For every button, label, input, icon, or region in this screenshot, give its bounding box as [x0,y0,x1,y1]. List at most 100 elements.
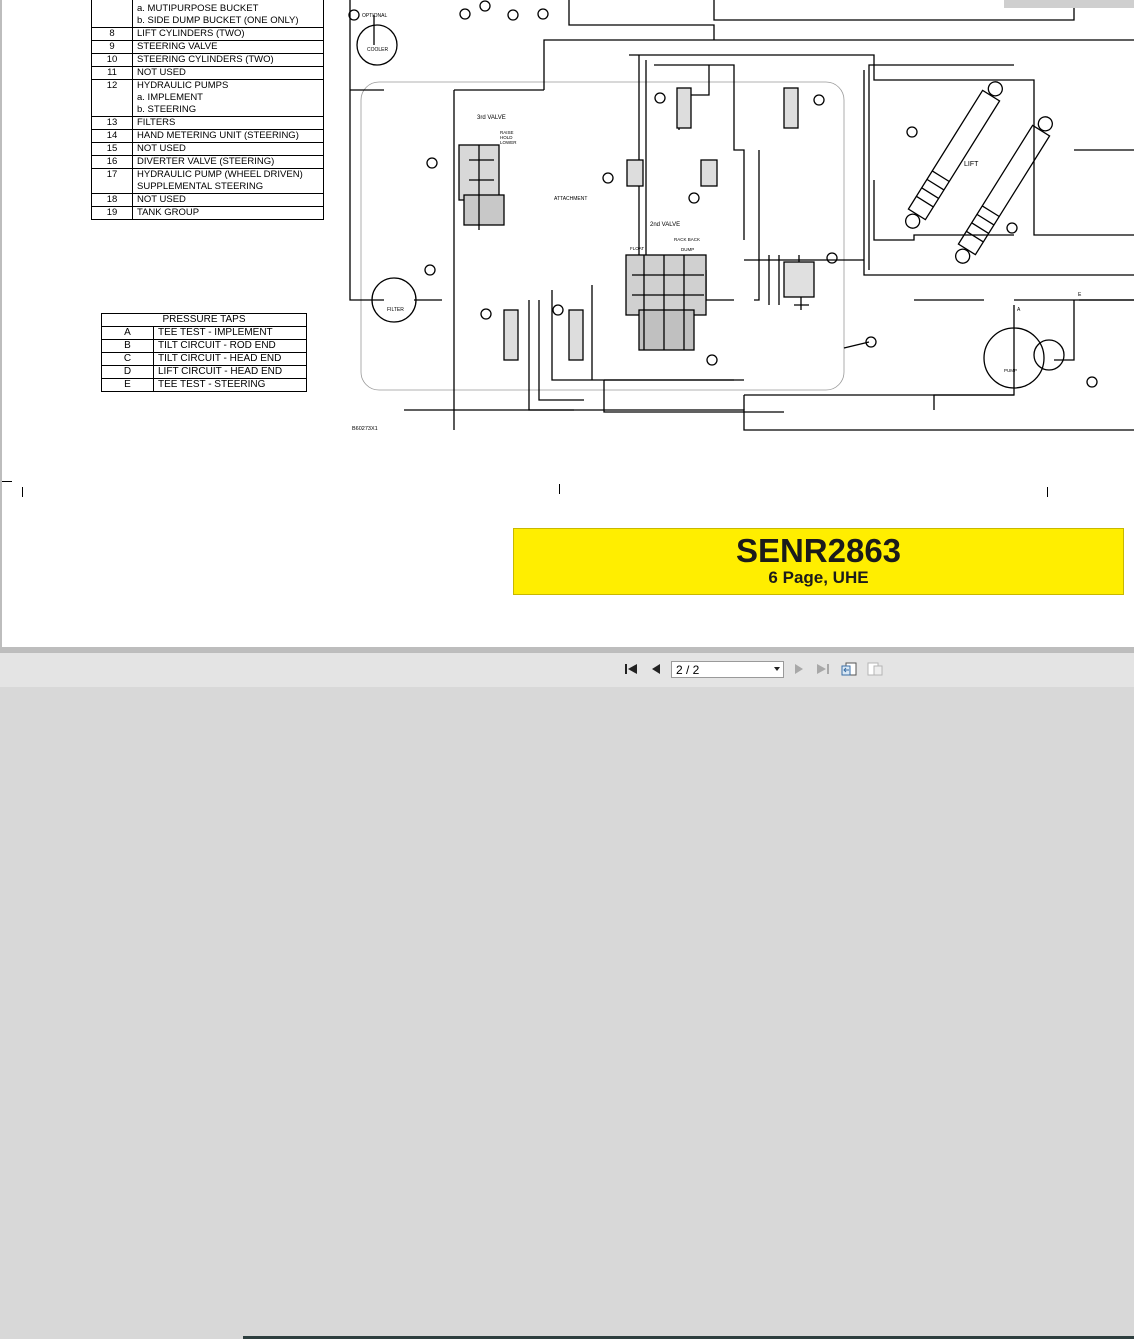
legend-line: LIFT CYLINDERS (TWO) [137,28,245,39]
pressure-tap-letter: E [101,378,154,392]
pressure-tap-letter: B [101,339,154,353]
legend-line: TANK GROUP [137,207,200,218]
crop-mark [1047,487,1048,497]
legend-description: NOT USED [132,66,324,80]
legend-description: TANK GROUP [132,206,324,220]
second-valve-label: 2nd VALVE [650,222,680,228]
dump-label: DUMP [681,247,694,252]
document-subtitle: 6 Page, UHE [768,568,869,587]
pressure-tap-letter: D [101,365,154,379]
next-page-icon[interactable] [790,660,808,678]
legend-line: HAND METERING UNIT (STEERING) [137,130,299,141]
attachment-label: ATTACHMENT [554,196,587,202]
next-view-icon[interactable] [866,660,884,678]
legend-row: 18 NOT USED [91,193,324,207]
hold-label: HOLD [500,135,513,140]
optional-label: OPTIONAL [362,13,388,19]
legend-number: 17 [91,168,133,194]
legend-number: 16 [91,155,133,169]
legend-line: b. SIDE DUMP BUCKET (ONE ONLY) [137,15,299,26]
last-page-icon[interactable] [814,660,832,678]
legend-line: HYDRAULIC PUMP (WHEEL DRIVEN) [137,169,303,180]
crop-mark [559,484,560,494]
page-navigation-toolbar: 2 / 2 [0,652,1134,1339]
legend-row: 7ATTACHMENT CYLINDERSa. MUTIPURPOSE BUCK… [91,0,324,28]
legend-number: 18 [91,193,133,207]
filter-label: FILTER [387,307,404,313]
legend-number: 12 [91,79,133,117]
pressure-tap-letter: C [101,352,154,366]
previous-page-icon[interactable] [647,660,665,678]
document-viewer[interactable]: 7ATTACHMENT CYLINDERSa. MUTIPURPOSE BUCK… [0,0,1134,652]
legend-line: a. MUTIPURPOSE BUCKET [137,3,259,14]
chevron-down-icon [774,667,780,671]
pressure-taps-title: PRESSURE TAPS [101,313,307,327]
document-banner: SENR2863 6 Page, UHE [513,528,1124,595]
legend-line: FILTERS [137,117,176,128]
legend-number: 14 [91,129,133,143]
tap-a-label: A [1017,307,1021,313]
legend-number: 7 [91,0,133,28]
pressure-tap-description: TEE TEST - STEERING [153,378,307,392]
legend-line: HYDRAULIC PUMPS [137,80,229,91]
legend-number: 8 [91,27,133,41]
legend-description: STEERING VALVE [132,40,324,54]
legend-number: 19 [91,206,133,220]
legend-line: SUPPLEMENTAL STEERING [137,181,264,192]
legend-description: HAND METERING UNIT (STEERING) [132,129,324,143]
page-select[interactable]: 2 / 2 [671,661,784,678]
legend-line: DIVERTER VALVE (STEERING) [137,156,275,167]
legend-description: NOT USED [132,193,324,207]
float-label: FLOAT [630,246,644,251]
legend-line: NOT USED [137,194,186,205]
document-page: 7ATTACHMENT CYLINDERSa. MUTIPURPOSE BUCK… [2,0,1134,647]
first-page-icon[interactable] [622,660,640,678]
cooler-label: COOLER [367,47,389,53]
crop-mark [2,481,12,482]
pressure-tap-description: TEE TEST - IMPLEMENT [153,326,307,340]
legend-description: DIVERTER VALVE (STEERING) [132,155,324,169]
legend-number: 13 [91,116,133,130]
raise-label: RAISE [500,130,514,135]
legend-description: STEERING CYLINDERS (TWO) [132,53,324,67]
legend-line: a. IMPLEMENT [137,92,203,103]
legend-line: NOT USED [137,67,186,78]
legend-number: 11 [91,66,133,80]
lower-label: LOWER [500,140,517,145]
legend-line: ATTACHMENT CYLINDERS [137,0,319,3]
legend-description: LIFT CYLINDERS (TWO) [132,27,324,41]
component-legend-table: 7ATTACHMENT CYLINDERSa. MUTIPURPOSE BUCK… [91,0,324,220]
previous-view-icon[interactable] [840,660,858,678]
drawing-id-label: B60273X1 [352,426,378,432]
legend-row: 8 LIFT CYLINDERS (TWO) [91,27,324,41]
legend-row: 19 TANK GROUP [91,206,324,220]
pressure-tap-letter: A [101,326,154,340]
legend-description: FILTERS [132,116,324,130]
lift-label: LIFT [964,161,979,168]
pressure-tap-description: TILT CIRCUIT - HEAD END [153,352,307,366]
legend-description: HYDRAULIC PUMP (WHEEL DRIVEN)SUPPLEMENTA… [132,168,324,194]
legend-line: b. STEERING [137,104,197,115]
legend-row: 11 NOT USED [91,66,324,80]
legend-line: STEERING VALVE [137,41,218,52]
crop-mark [22,487,23,497]
rack-back-label: RACK BACK [674,237,700,242]
hydraulic-schematic: OPTIONAL COOLER 3rd VALVE RAISE HOLD LOW… [348,0,1134,432]
third-valve-label: 3rd VALVE [477,115,506,121]
legend-description: ATTACHMENT CYLINDERSa. MUTIPURPOSE BUCKE… [132,0,324,28]
tap-e-label: E [1078,292,1082,298]
page-select-value: 2 / 2 [676,663,700,677]
pump-label: PUMP [1004,368,1017,373]
legend-line: NOT USED [137,143,186,154]
